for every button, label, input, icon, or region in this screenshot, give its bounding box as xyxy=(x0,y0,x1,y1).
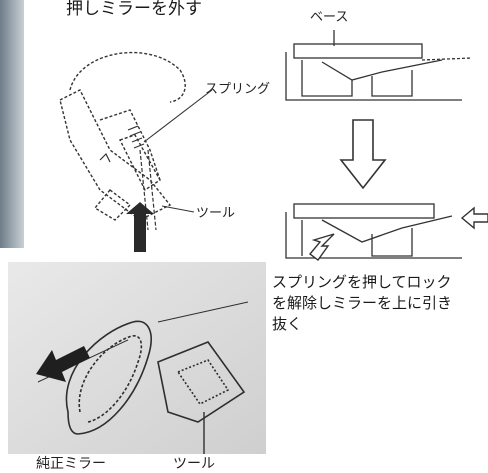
cross-section-released xyxy=(285,203,488,261)
caption-line-2: を解除しミラーを上に引き xyxy=(272,294,453,312)
mirror-removal-photo xyxy=(8,262,266,454)
push-arrow-icon xyxy=(460,206,488,230)
left-edge-strip xyxy=(0,0,24,248)
base-plate xyxy=(293,43,423,59)
mount-foot xyxy=(93,189,132,221)
genuine-mirror-label: 純正ミラー xyxy=(36,456,106,472)
spring-coil xyxy=(127,125,145,149)
spring-lock-arm xyxy=(321,59,443,81)
mount-body xyxy=(59,89,172,221)
tool-leader-line-top xyxy=(161,205,195,213)
tool-label-top: ツール xyxy=(196,206,236,221)
spring-arm-released xyxy=(321,215,453,243)
instruction-caption: スプリングを押してロック を解除しミラーを上に引き 抜く xyxy=(272,272,452,335)
mirror-arm-outline xyxy=(69,51,186,103)
push-up-arrow xyxy=(126,202,154,252)
page-title: 押しミラーを外す xyxy=(66,0,202,19)
pull-up-arrow xyxy=(36,346,90,382)
tool-shaft xyxy=(139,149,157,231)
tool-label-bottom: ツール xyxy=(173,456,215,472)
spring-label: スプリング xyxy=(205,82,271,97)
genuine-mirror xyxy=(65,320,152,435)
mount-sketch xyxy=(59,51,186,252)
base-plate-released xyxy=(293,203,435,219)
release-arrow-icon xyxy=(308,233,335,261)
spring-leader-line xyxy=(143,89,213,143)
mount-inner-edge xyxy=(99,109,161,181)
caption-line-1: スプリングを押してロック xyxy=(272,273,452,291)
cross-section-locked xyxy=(285,30,473,101)
base-label: ベース xyxy=(310,10,349,25)
mirror-mount xyxy=(157,341,246,423)
down-arrow-icon xyxy=(339,119,387,190)
spring-slot xyxy=(119,134,161,192)
caption-line-3: 抜く xyxy=(272,315,303,333)
